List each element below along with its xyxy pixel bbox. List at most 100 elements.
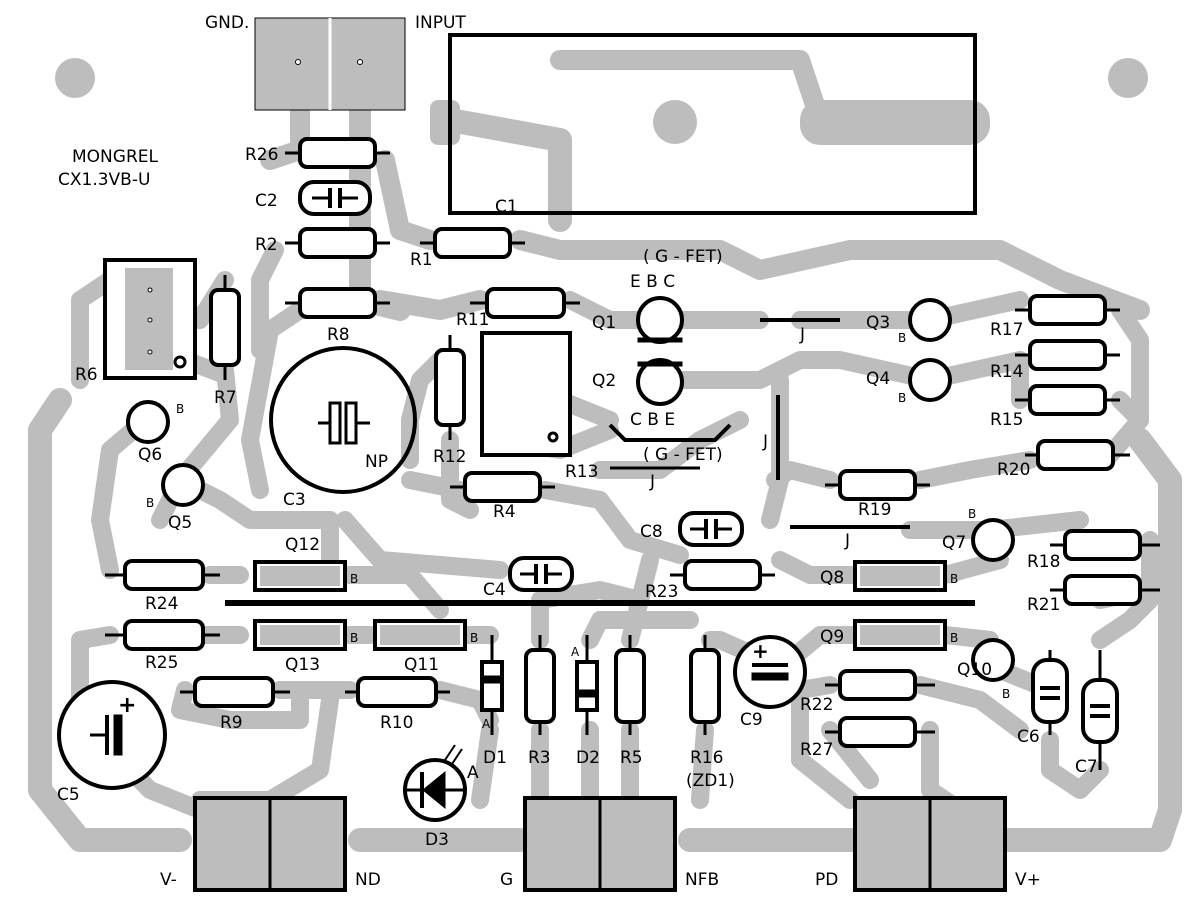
label-cbe: C B E — [630, 410, 675, 430]
label-r22: R22 — [800, 695, 833, 715]
capacitor-c4 — [508, 556, 574, 592]
label-q7: Q7 — [942, 533, 966, 553]
label-r25: R25 — [145, 653, 178, 673]
label-b-q13: B — [350, 631, 358, 645]
transistor-q4 — [908, 358, 952, 402]
label-g: G — [500, 870, 513, 890]
label-r15: R15 — [990, 410, 1023, 430]
transistor-q12 — [253, 560, 347, 592]
label-q9: Q9 — [820, 627, 844, 647]
diode-d1 — [480, 635, 504, 735]
label-q3: Q3 — [866, 313, 890, 333]
label-a-d1: A — [482, 717, 491, 731]
capacitor-c1-outline — [448, 33, 977, 215]
terminal-vminus-nd — [193, 796, 347, 892]
resistor-r11 — [470, 287, 580, 319]
capacitor-c7 — [1081, 650, 1119, 770]
resistor-r27 — [825, 716, 935, 748]
resistor-r26 — [285, 137, 390, 169]
label-v-plus: V+ — [1015, 870, 1041, 890]
label-r2: R2 — [255, 235, 278, 255]
resistor-r8 — [285, 287, 390, 319]
label-c5: C5 — [57, 785, 80, 805]
capacitor-c9 — [733, 635, 807, 709]
label-gfet-bot: ( G - FET) — [643, 445, 723, 465]
resistor-r4 — [450, 471, 555, 503]
resistor-r18 — [1050, 529, 1160, 561]
label-c8: C8 — [640, 522, 663, 542]
resistor-r22 — [825, 669, 935, 701]
resistor-r12 — [434, 335, 466, 440]
label-b-q12: B — [350, 572, 358, 586]
resistor-r16 — [689, 635, 721, 735]
label-r4: R4 — [493, 502, 516, 522]
label-b-q9: B — [950, 631, 958, 645]
label-np: NP — [365, 452, 388, 472]
label-b-q5: B — [146, 496, 154, 510]
label-r5: R5 — [620, 748, 643, 768]
label-d1: D1 — [483, 748, 507, 768]
label-ebc: E B C — [630, 272, 675, 292]
board-title-2: CX1.3VB-U — [58, 170, 150, 190]
label-c7: C7 — [1075, 757, 1098, 777]
label-r17: R17 — [990, 320, 1023, 340]
resistor-r1 — [420, 227, 525, 259]
transistor-q1 — [636, 296, 684, 344]
label-r27: R27 — [800, 740, 833, 760]
label-q4: Q4 — [866, 369, 890, 389]
label-c3: C3 — [283, 490, 306, 510]
label-r11: R11 — [456, 310, 489, 330]
resistor-r21 — [1050, 574, 1160, 606]
transistor-q10 — [971, 638, 1015, 682]
transistor-q6 — [126, 400, 170, 444]
label-a-d3: A — [467, 763, 479, 783]
label-input: INPUT — [415, 13, 466, 33]
capacitor-c3 — [269, 346, 417, 494]
silkscreen-layer — [57, 17, 1160, 892]
resistor-r17 — [1015, 294, 1120, 326]
label-b-q6: B — [176, 402, 184, 416]
label-r23: R23 — [645, 582, 678, 602]
label-r14: R14 — [990, 362, 1023, 382]
gfet-bracket — [608, 423, 732, 442]
label-q5: Q5 — [168, 513, 192, 533]
label-j-3: J — [762, 432, 768, 452]
label-c6: C6 — [1017, 727, 1040, 747]
label-r9: R9 — [220, 713, 243, 733]
trimmer-r6 — [103, 258, 197, 380]
capacitor-c8 — [678, 511, 744, 547]
label-r24: R24 — [145, 594, 178, 614]
label-r16: R16 — [690, 748, 723, 768]
label-r13: R13 — [565, 462, 598, 482]
label-q2: Q2 — [592, 371, 616, 391]
transistor-q13 — [253, 619, 347, 651]
label-d3: D3 — [425, 830, 449, 850]
label-r18: R18 — [1027, 552, 1060, 572]
resistor-r9 — [180, 676, 290, 708]
label-gfet-top: ( G - FET) — [643, 247, 723, 267]
label-r19: R19 — [858, 500, 891, 520]
label-q12: Q12 — [285, 535, 320, 555]
capacitor-c2 — [298, 180, 372, 216]
transistor-q7 — [971, 518, 1015, 562]
label-q10: Q10 — [957, 660, 992, 680]
label-q6: Q6 — [138, 445, 162, 465]
label-b-q11: B — [470, 631, 478, 645]
label-c4: C4 — [483, 580, 506, 600]
resistor-r3 — [524, 635, 556, 735]
label-gnd: GND. — [205, 13, 249, 33]
label-d2: D2 — [576, 748, 600, 768]
label-j-1: J — [649, 472, 655, 492]
label-r8: R8 — [327, 325, 350, 345]
copper-layer — [28, 50, 1182, 852]
label-r20: R20 — [997, 460, 1030, 480]
label-j-2: J — [799, 325, 805, 345]
label-b-q8: B — [950, 572, 958, 586]
label-plus-c9: + — [752, 639, 769, 663]
label-v-minus: V- — [160, 870, 177, 890]
diode-d2 — [575, 635, 599, 735]
resistor-r23 — [670, 559, 775, 591]
capacitor-c6 — [1031, 650, 1069, 735]
resistor-r19 — [825, 469, 930, 501]
resistor-r7 — [209, 275, 241, 380]
